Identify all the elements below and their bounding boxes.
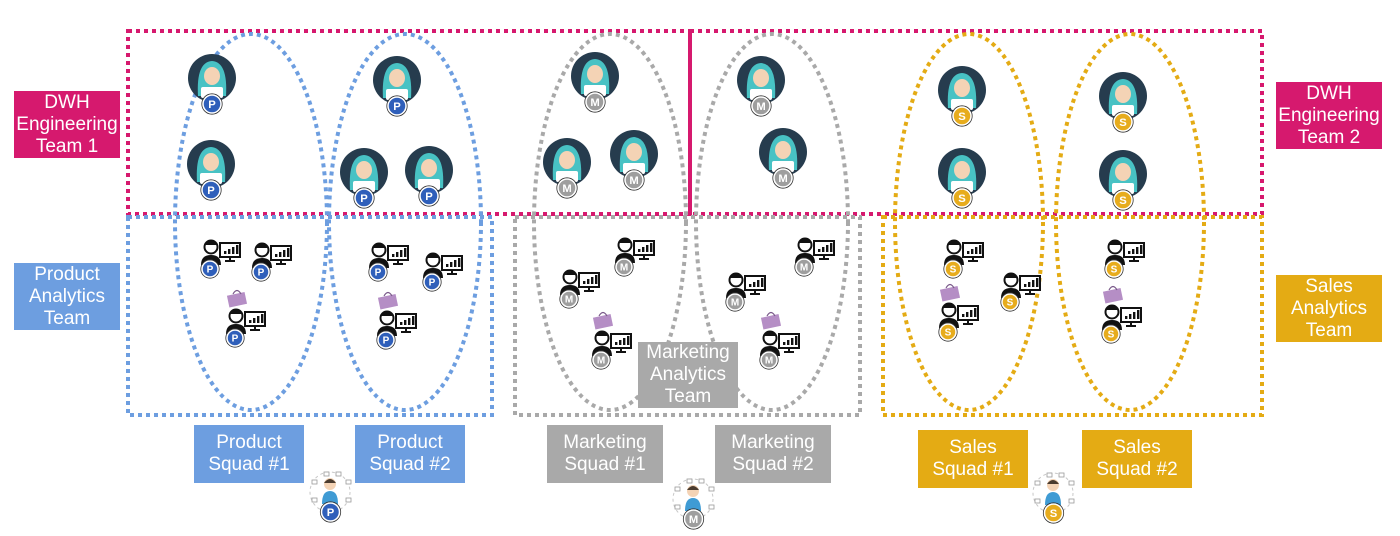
dwh-engineering-team-2-label: DWH Engineering Team 2: [1276, 82, 1382, 149]
svg-text:P: P: [360, 193, 368, 205]
product-owner-icon: M: [672, 478, 715, 530]
svg-text:S: S: [1108, 329, 1115, 340]
dwh-team-2-frame: [688, 29, 1264, 216]
svg-text:P: P: [425, 191, 433, 203]
analyst-at-monitor-icon: S: [1104, 239, 1145, 279]
svg-text:S: S: [1007, 297, 1014, 308]
analyst-at-monitor-icon: M: [794, 237, 835, 277]
analyst-at-monitor-icon: P: [368, 242, 409, 282]
engineer-avatar-icon: M: [543, 138, 591, 199]
analyst-at-monitor-icon: S: [1000, 272, 1041, 312]
analyst-at-monitor-icon: P: [225, 289, 266, 348]
product-owner-icon: P: [309, 471, 352, 523]
engineer-avatar-icon: M: [610, 130, 658, 191]
svg-text:M: M: [565, 294, 573, 305]
sales-squad-1-ellipse: [893, 32, 1045, 412]
svg-text:M: M: [765, 355, 773, 366]
analyst-at-monitor-icon: P: [376, 291, 417, 350]
svg-text:P: P: [383, 335, 390, 346]
svg-text:P: P: [232, 333, 239, 344]
svg-text:M: M: [778, 173, 787, 185]
product-squad-1-label: Product Squad #1: [194, 425, 304, 483]
engineer-avatar-icon: M: [737, 56, 785, 117]
engineer-avatar-icon: S: [1099, 150, 1147, 211]
analyst-at-monitor-icon: M: [614, 237, 655, 277]
squad-ellipses: [173, 32, 1206, 412]
svg-text:S: S: [1119, 195, 1127, 207]
marketing-analytics-frame: [513, 215, 862, 417]
svg-text:M: M: [597, 355, 605, 366]
product-squad-2-ellipse: [327, 32, 483, 412]
svg-text:P: P: [207, 264, 214, 275]
sales-analytics-team-label: Sales Analytics Team: [1276, 275, 1382, 342]
engineer-avatar-icon: P: [405, 146, 453, 207]
analyst-at-monitor-icon: S: [943, 239, 984, 279]
engineer-avatar-icon: M: [571, 52, 619, 113]
analyst-at-monitor-icon: P: [422, 252, 463, 292]
dwh-engineering-team-1-label: DWH Engineering Team 1: [14, 91, 120, 158]
svg-text:S: S: [958, 111, 966, 123]
svg-text:M: M: [756, 101, 765, 113]
svg-text:S: S: [1119, 117, 1127, 129]
svg-text:P: P: [375, 267, 382, 278]
engineer-avatar-icon: M: [759, 128, 807, 189]
engineer-avatar-icon: P: [187, 140, 235, 201]
marketing-squad-1-ellipse: [532, 32, 688, 412]
svg-text:S: S: [950, 264, 957, 275]
product-analytics-team-label: Product Analytics Team: [14, 263, 120, 330]
engineer-avatar-icon: S: [938, 66, 986, 127]
svg-text:P: P: [208, 99, 216, 111]
svg-text:S: S: [958, 193, 966, 205]
sales-squad-2-label: Sales Squad #2: [1082, 430, 1192, 488]
marketing-squad-2-label: Marketing Squad #2: [715, 425, 831, 483]
people-icons: P P P P P M M M M M S S S S P P P P P P M M M M M M S S S S S P M S: [187, 52, 1147, 530]
analyst-at-monitor-icon: M: [559, 269, 600, 309]
marketing-squad-2-ellipse: [694, 32, 850, 412]
svg-text:M: M: [562, 183, 571, 195]
marketing-analytics-team-label: Marketing Analytics Team: [638, 342, 738, 408]
analyst-at-monitor-icon: M: [759, 311, 800, 370]
marketing-squad-1-label: Marketing Squad #1: [547, 425, 663, 483]
analyst-at-monitor-icon: M: [725, 272, 766, 312]
sales-squad-1-label: Sales Squad #1: [918, 430, 1028, 488]
svg-text:M: M: [689, 514, 698, 526]
svg-text:M: M: [629, 175, 638, 187]
svg-text:S: S: [945, 327, 952, 338]
svg-text:P: P: [327, 507, 335, 519]
dwh-team-1-frame: [126, 29, 692, 216]
engineer-avatar-icon: P: [188, 54, 236, 115]
analyst-at-monitor-icon: S: [1101, 285, 1142, 344]
product-analytics-frame: [126, 215, 494, 417]
svg-text:M: M: [620, 262, 628, 273]
sales-squad-2-ellipse: [1054, 32, 1206, 412]
engineer-avatar-icon: S: [1099, 72, 1147, 133]
svg-text:P: P: [429, 277, 436, 288]
team-frames: [126, 29, 1264, 417]
svg-text:P: P: [207, 185, 215, 197]
analyst-at-monitor-icon: P: [251, 242, 292, 282]
analyst-at-monitor-icon: M: [591, 311, 632, 370]
svg-text:S: S: [1111, 264, 1118, 275]
engineer-avatar-icon: P: [340, 148, 388, 209]
svg-text:S: S: [1050, 508, 1058, 520]
svg-text:P: P: [393, 101, 401, 113]
svg-text:M: M: [800, 262, 808, 273]
engineer-avatar-icon: P: [373, 56, 421, 117]
product-squad-1-ellipse: [173, 32, 329, 412]
svg-text:M: M: [731, 297, 739, 308]
analyst-at-monitor-icon: P: [200, 239, 241, 279]
svg-text:P: P: [258, 267, 265, 278]
analyst-at-monitor-icon: S: [938, 283, 979, 342]
svg-text:M: M: [590, 97, 599, 109]
engineer-avatar-icon: S: [938, 148, 986, 209]
product-owner-icon: S: [1032, 472, 1075, 524]
product-squad-2-label: Product Squad #2: [355, 425, 465, 483]
